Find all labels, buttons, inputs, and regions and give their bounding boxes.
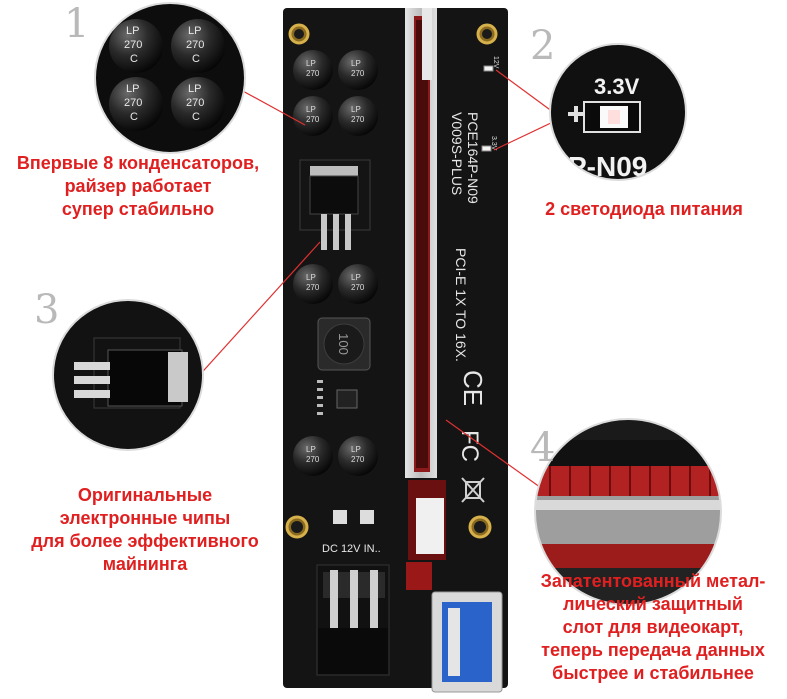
svg-text:LP: LP bbox=[351, 59, 361, 68]
svg-text:CE: CE bbox=[458, 370, 488, 406]
svg-text:270: 270 bbox=[124, 97, 142, 109]
svg-text:PCI-E 1X TO 16X.: PCI-E 1X TO 16X. bbox=[453, 248, 469, 362]
callout-number-4: 4 bbox=[530, 425, 556, 471]
callout-number-2: 2 bbox=[530, 23, 556, 69]
callout-number-1: 1 bbox=[64, 1, 90, 47]
mounting-holes bbox=[285, 23, 498, 539]
svg-text:C: C bbox=[192, 111, 200, 123]
svg-text:LP: LP bbox=[351, 445, 361, 454]
svg-text:270: 270 bbox=[186, 39, 204, 51]
svg-text:270: 270 bbox=[351, 69, 365, 78]
caption-leds: 2 светодиода питания bbox=[545, 199, 743, 219]
zoom-slot bbox=[535, 419, 721, 605]
svg-text:LP: LP bbox=[188, 25, 201, 37]
svg-text:LP: LP bbox=[188, 83, 201, 95]
svg-text:LP: LP bbox=[126, 83, 139, 95]
svg-text:270: 270 bbox=[306, 69, 320, 78]
svg-text:100: 100 bbox=[336, 333, 351, 355]
board-regulator bbox=[299, 159, 371, 250]
smd-components bbox=[317, 380, 374, 524]
svg-text:270: 270 bbox=[306, 283, 320, 292]
svg-text:LP: LP bbox=[306, 105, 316, 114]
svg-text:DC 12V IN..: DC 12V IN.. bbox=[322, 543, 381, 555]
pcie-slot bbox=[405, 8, 446, 590]
svg-text:12V: 12V bbox=[492, 56, 499, 69]
svg-text:270: 270 bbox=[186, 97, 204, 109]
svg-text:C: C bbox=[130, 111, 138, 123]
svg-text:270: 270 bbox=[124, 39, 142, 51]
caption-capacitors: Впервые 8 конденсаторов, райзер работает… bbox=[16, 153, 260, 219]
dc-connector bbox=[316, 564, 390, 676]
board-labels: PCE164P-N09 V009S-PLUS PCI-E 1X TO 16X. … bbox=[322, 112, 488, 555]
svg-text:LP: LP bbox=[306, 273, 316, 282]
board-capacitors: LP LP LP LP LP LP LP LP 270 270 270 270 270 270… bbox=[293, 50, 378, 476]
zoom-capacitors: LP LP 270 270 C C LP LP 270 270 C C bbox=[95, 3, 245, 153]
svg-text:FC: FC bbox=[456, 430, 483, 462]
svg-text:270: 270 bbox=[351, 455, 365, 464]
svg-text:270: 270 bbox=[306, 115, 320, 124]
svg-text:PCE164P-N09: PCE164P-N09 bbox=[465, 112, 481, 204]
svg-text:C: C bbox=[130, 53, 138, 65]
caption-slot: Запатентованный метал- лический защитный… bbox=[540, 571, 766, 683]
svg-text:270: 270 bbox=[351, 115, 365, 124]
svg-text:LP: LP bbox=[126, 25, 139, 37]
svg-text:3.3V: 3.3V bbox=[594, 74, 640, 99]
svg-text:V009S-PLUS: V009S-PLUS bbox=[449, 112, 465, 195]
callout-lines bbox=[185, 69, 587, 521]
svg-text:270: 270 bbox=[306, 455, 320, 464]
board-leds: 12V 3.3V bbox=[481, 56, 499, 152]
svg-text:C: C bbox=[192, 53, 200, 65]
svg-text:LP: LP bbox=[306, 59, 316, 68]
callout-number-3: 3 bbox=[34, 287, 60, 333]
svg-text:LP: LP bbox=[351, 273, 361, 282]
zoom-led: 3.3V P-N09 bbox=[550, 44, 686, 180]
inductor: 100 bbox=[317, 317, 371, 371]
zoom-chip bbox=[53, 300, 203, 450]
usb-port bbox=[431, 591, 503, 693]
svg-text:LP: LP bbox=[351, 105, 361, 114]
svg-text:270: 270 bbox=[351, 283, 365, 292]
svg-text:LP: LP bbox=[306, 445, 316, 454]
svg-text:3.3V: 3.3V bbox=[490, 136, 497, 151]
weee-bin-icon bbox=[461, 477, 485, 503]
caption-chips: Оригинальные электронные чипы для более … bbox=[31, 485, 259, 574]
